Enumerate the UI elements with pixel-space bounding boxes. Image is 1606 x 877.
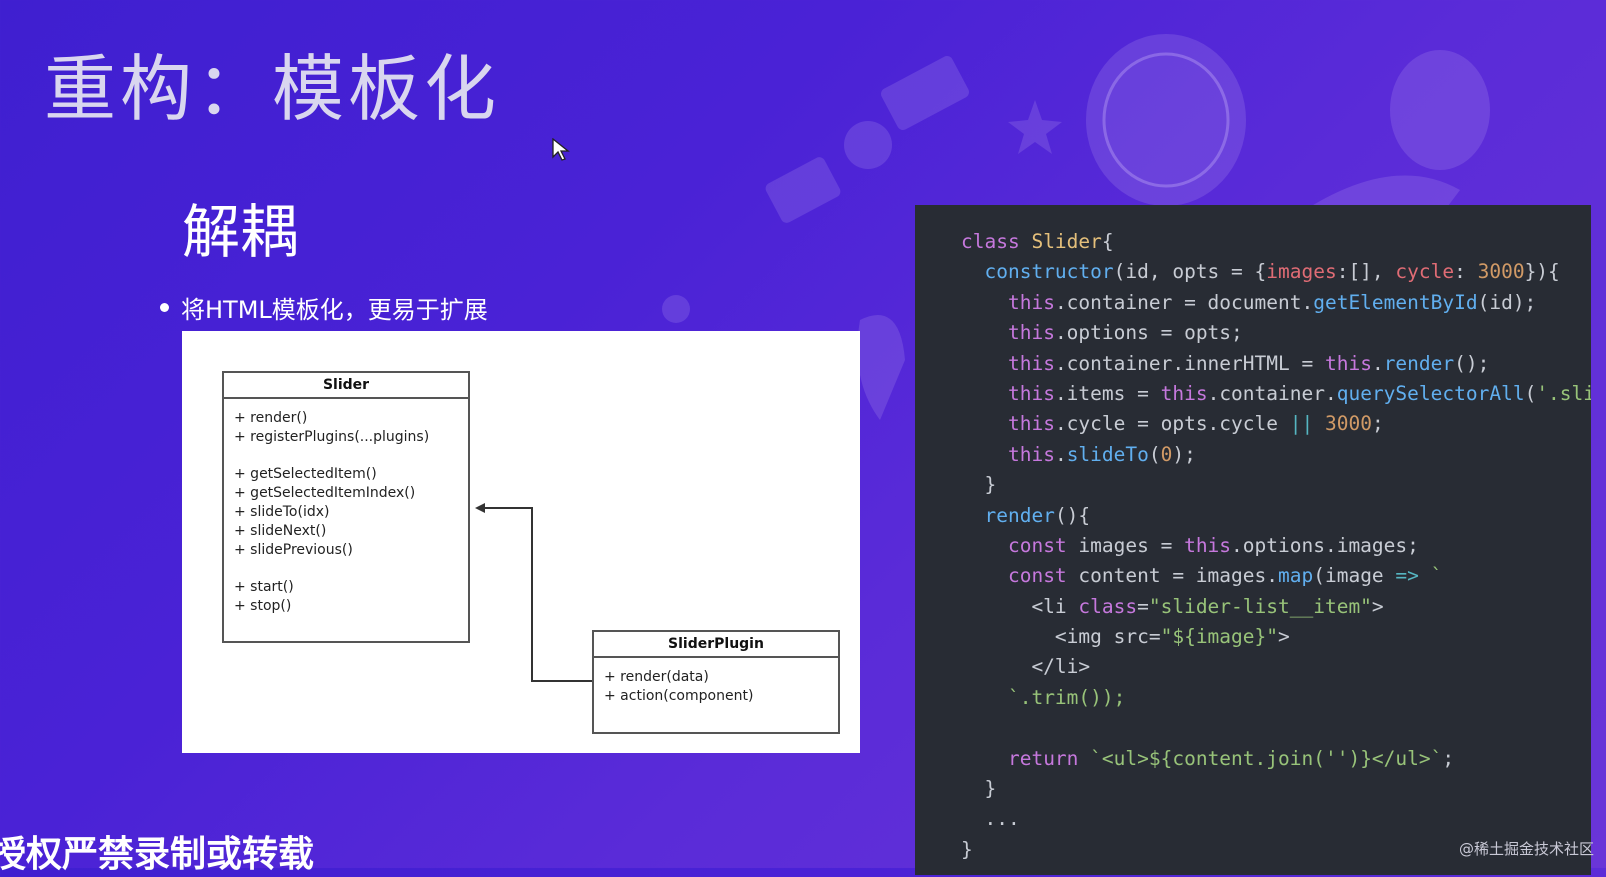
code-line: `.trim()); bbox=[1007, 685, 1126, 709]
code-line: <img src="${image}"> bbox=[961, 625, 1290, 649]
code-line: </li> bbox=[961, 655, 1091, 679]
mouse-cursor-icon bbox=[552, 138, 570, 161]
slide-title: 重构：模板化 bbox=[44, 47, 501, 131]
source-credit: @稀土掘金技术社区 bbox=[1458, 840, 1594, 858]
uml-method-list: + render() + registerPlugins(...plugins)… bbox=[224, 399, 468, 626]
uml-method: + start() bbox=[234, 579, 294, 595]
uml-class-name: SliderPlugin bbox=[594, 632, 838, 658]
code-line: constructor(id, opts = {images:[], cycle… bbox=[984, 260, 1560, 284]
uml-connector bbox=[475, 503, 592, 682]
code-line: ... bbox=[961, 807, 1020, 831]
uml-method: + getSelectedItemIndex() bbox=[234, 485, 416, 501]
uml-method-list: + render(data) + action(component) bbox=[594, 658, 838, 716]
uml-class-slider-plugin: SliderPlugin + render(data) + action(com… bbox=[592, 630, 840, 734]
uml-method: + slidePrevious() bbox=[234, 542, 353, 558]
code-line: this.cycle = opts.cycle || 3000; bbox=[1007, 412, 1384, 436]
bullet-dot-icon bbox=[160, 303, 169, 312]
uml-class-diagram: Slider + render() + registerPlugins(...p… bbox=[182, 331, 860, 753]
code-line: this.slideTo(0); bbox=[1007, 442, 1196, 466]
code-line: this.container.innerHTML = this.render()… bbox=[1007, 351, 1490, 375]
uml-method: + render() bbox=[234, 410, 308, 426]
code-line: class Slider{ bbox=[961, 230, 1114, 253]
copyright-watermark: 授权严禁录制或转载 bbox=[0, 834, 315, 875]
uml-method: + registerPlugins(...plugins) bbox=[234, 429, 430, 445]
code-line: } bbox=[961, 837, 973, 861]
code-line: return `<ul>${content.join('')}</ul>`; bbox=[1007, 746, 1455, 770]
code-block: class Slider{ constructor(id, opts = {im… bbox=[915, 205, 1591, 875]
uml-method: + getSelectedItem() bbox=[234, 466, 377, 482]
code-line: this.options = opts; bbox=[1007, 321, 1243, 345]
code-line: } bbox=[961, 777, 997, 801]
bullet-text: 将HTML模板化，更易于扩展 bbox=[181, 296, 488, 324]
uml-method: + slideTo(idx) bbox=[234, 504, 330, 520]
code-line: render(){ bbox=[984, 503, 1091, 527]
code-line: const content = images.map(image => ` bbox=[1007, 564, 1443, 588]
code-line: this.items = this.container.querySelecto… bbox=[1007, 381, 1591, 405]
uml-class-slider: Slider + render() + registerPlugins(...p… bbox=[222, 371, 470, 643]
uml-method: + stop() bbox=[234, 598, 292, 614]
uml-class-name: Slider bbox=[224, 373, 468, 399]
uml-method: + render(data) bbox=[604, 669, 709, 685]
code-line: const images = this.options.images; bbox=[1007, 533, 1419, 557]
code-line bbox=[961, 713, 1591, 743]
code-line: } bbox=[961, 473, 997, 497]
bullet-point: 将HTML模板化，更易于扩展 bbox=[160, 290, 488, 325]
code-line: <li class="slider-list__item"> bbox=[961, 594, 1384, 618]
slide-subtitle: 解耦 bbox=[182, 198, 299, 266]
uml-method: + slideNext() bbox=[234, 523, 327, 539]
uml-method: + action(component) bbox=[604, 688, 754, 704]
code-line: this.container = document.getElementById… bbox=[1007, 290, 1537, 314]
